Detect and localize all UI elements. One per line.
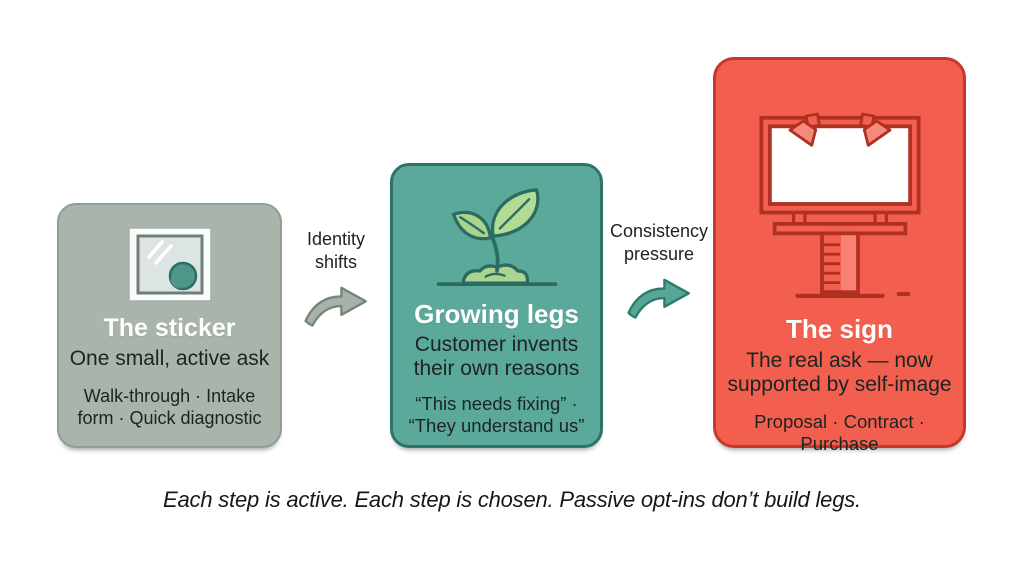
figure-caption: Each step is active. Each step is chosen…: [163, 487, 861, 512]
card-growing-legs: Growing legs Customer invents their own …: [390, 163, 603, 448]
sticker-window-icon: [127, 226, 213, 309]
billboard-icon: [750, 104, 930, 309]
card-title: The sign: [786, 314, 893, 344]
card-title: Growing legs: [414, 299, 579, 329]
card-detail: Walk-through · Intake form · Quick diagn…: [77, 386, 262, 429]
transition-identity-shifts: Identity shifts: [286, 228, 386, 329]
card-detail: Proposal · Contract · Purchase: [754, 410, 925, 455]
card-subtitle: Customer invents their own reasons: [413, 332, 580, 381]
seedling-icon: [431, 184, 563, 295]
card-subtitle: One small, active ask: [69, 346, 270, 370]
card-title: The sticker: [103, 314, 236, 342]
arrow-label: Consistency pressure: [609, 221, 709, 265]
curved-arrow-icon: [304, 286, 367, 327]
curved-arrow-icon: [627, 278, 690, 319]
card-detail: “This needs fixing” · “They understand u…: [408, 392, 585, 437]
transition-consistency-pressure: Consistency pressure: [602, 220, 716, 321]
card-the-sticker: The sticker One small, active ask Walk-t…: [57, 203, 282, 448]
arrow-label: Identity shifts: [306, 229, 366, 273]
card-the-sign: The sign The real ask — now supported by…: [713, 57, 966, 454]
card-subtitle: The real ask — now supported by self-ima…: [727, 348, 952, 397]
